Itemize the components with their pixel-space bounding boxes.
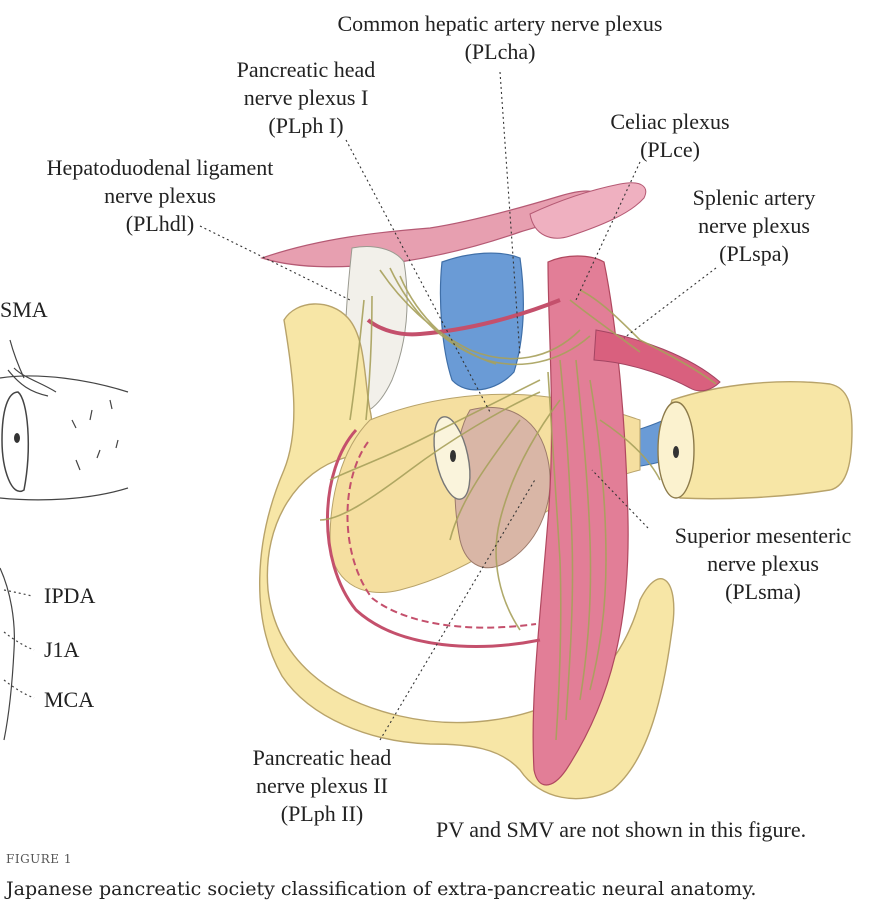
stomach-edge bbox=[529, 182, 647, 239]
jejunum-lumen bbox=[673, 446, 679, 458]
label-plspa: Splenic artery nerve plexus (PLspa) bbox=[664, 184, 844, 268]
aorta-sma bbox=[532, 255, 629, 786]
figure-caption: Japanese pancreatic society classificati… bbox=[6, 878, 757, 900]
label-plph2-line2: nerve plexus II bbox=[256, 773, 388, 798]
label-plcha-line2: (PLcha) bbox=[464, 39, 536, 64]
duodenum-lumen bbox=[450, 450, 456, 462]
pancreaticoduodenal-arcade-2 bbox=[346, 441, 537, 629]
label-plspa-line1: Splenic artery bbox=[692, 185, 816, 210]
figure-label: FIGURE 1 bbox=[6, 852, 73, 866]
label-plhdl-line1: Hepatoduodenal ligament bbox=[46, 155, 274, 180]
label-plhdl-line2: nerve plexus bbox=[104, 183, 216, 208]
leader-lines bbox=[199, 71, 717, 741]
label-plhdl: Hepatoduodenal ligament nerve plexus (PL… bbox=[10, 154, 310, 238]
label-plce: Celiac plexus (PLce) bbox=[580, 108, 760, 164]
inset-label-j1a: J1A bbox=[44, 637, 80, 662]
label-plce-line1: Celiac plexus bbox=[610, 109, 730, 134]
label-plspa-line3: (PLspa) bbox=[719, 241, 789, 266]
label-plsma-line2: nerve plexus bbox=[707, 551, 819, 576]
label-plsma-line1: Superior mesenteric bbox=[674, 523, 852, 548]
inset-label-sma: SMA bbox=[0, 297, 48, 322]
label-plph1-line1: Pancreatic head bbox=[236, 57, 376, 82]
label-plph1-line3: (PLph I) bbox=[268, 113, 344, 138]
label-plph1: Pancreatic head nerve plexus I (PLph I) bbox=[196, 56, 416, 140]
label-plcha-line1: Common hepatic artery nerve plexus bbox=[337, 11, 663, 36]
nerve-fibers bbox=[319, 267, 717, 741]
sma-inset-sketch bbox=[0, 339, 129, 741]
label-plcha: Common hepatic artery nerve plexus (PLch… bbox=[290, 10, 710, 66]
label-plph2-line1: Pancreatic head bbox=[252, 745, 392, 770]
splenic-artery bbox=[593, 329, 721, 392]
label-plph2-line3: (PLph II) bbox=[280, 801, 364, 826]
label-plce-line2: (PLce) bbox=[640, 137, 700, 162]
label-plsma-line3: (PLsma) bbox=[725, 579, 801, 604]
inset-label-mca: MCA bbox=[44, 687, 95, 712]
label-plspa-line2: nerve plexus bbox=[698, 213, 810, 238]
figure-note: PV and SMV are not shown in this figure. bbox=[436, 817, 807, 842]
inset-label-ipda: IPDA bbox=[44, 583, 96, 608]
inset-vessel-lumen bbox=[14, 433, 20, 443]
portal-vein bbox=[439, 252, 524, 391]
label-plph1-line2: nerve plexus I bbox=[243, 85, 369, 110]
label-plph2: Pancreatic head nerve plexus II (PLph II… bbox=[222, 744, 422, 828]
label-plsma: Superior mesenteric nerve plexus (PLsma) bbox=[648, 522, 878, 606]
label-plhdl-line3: (PLhdl) bbox=[125, 211, 195, 236]
